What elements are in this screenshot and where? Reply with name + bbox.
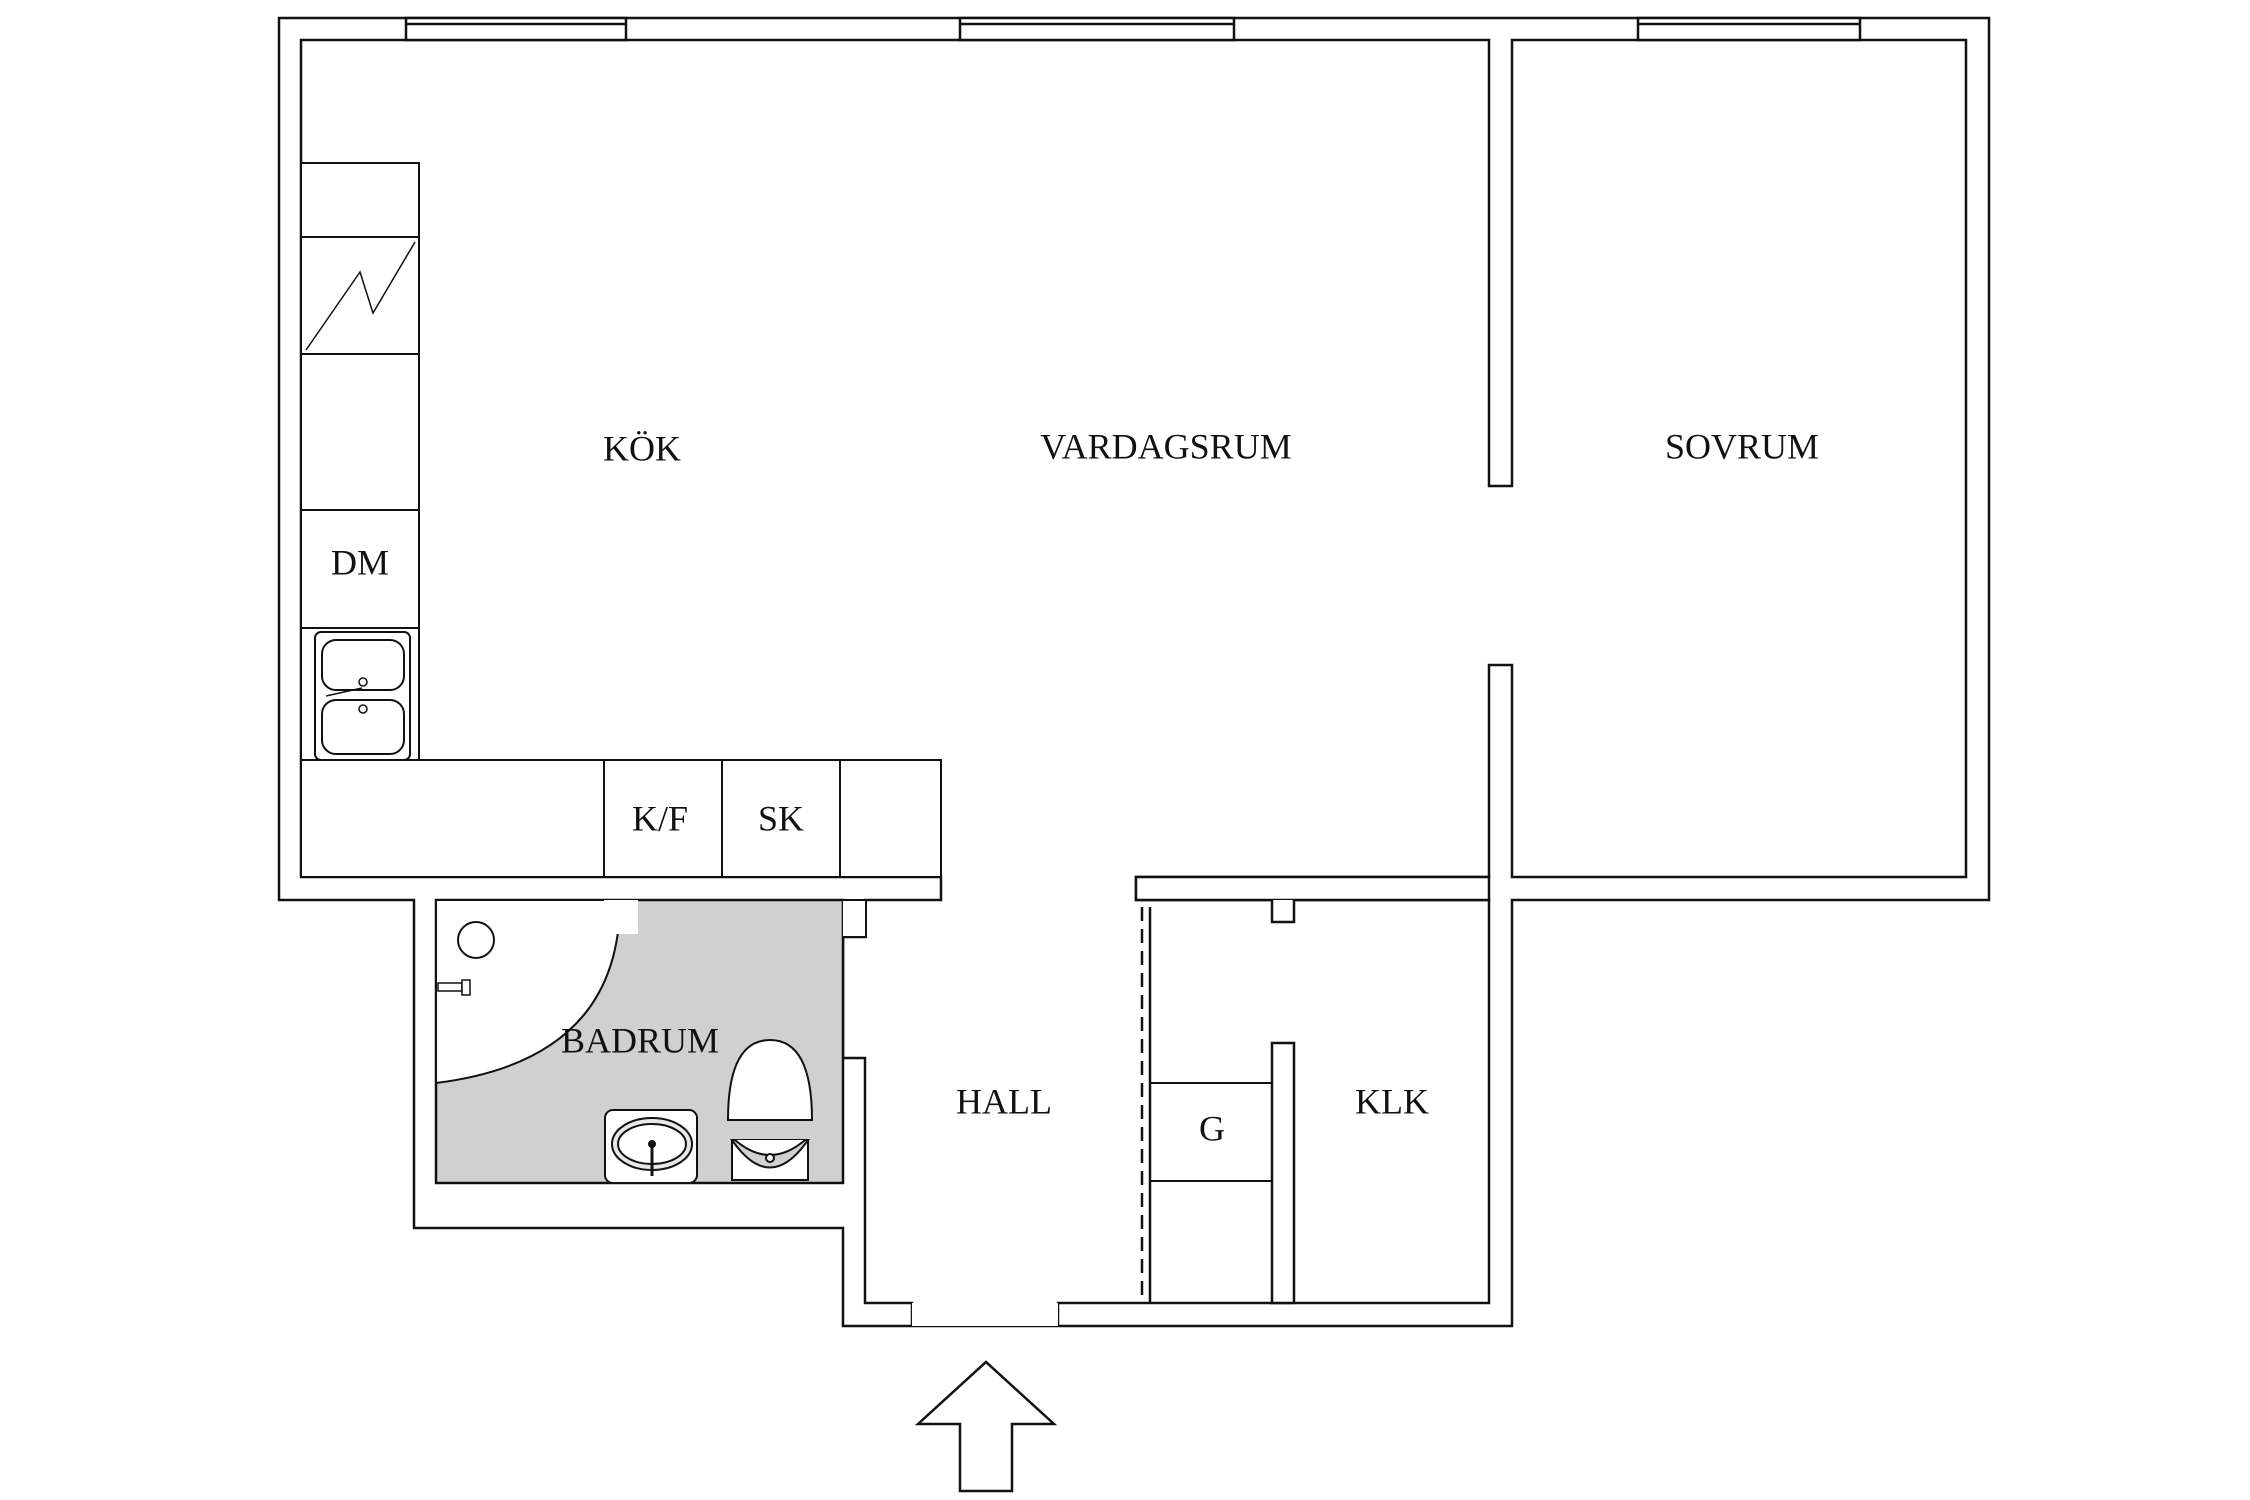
wardrobe [1149, 1082, 1273, 1182]
room-label-kok: KÖK [603, 428, 681, 468]
room-label-hall: HALL [956, 1081, 1052, 1121]
counter-bottom [300, 759, 942, 878]
entrance-arrow [914, 1360, 1058, 1493]
closet-niche [1270, 900, 1296, 924]
fixture-label-sk: SK [758, 798, 804, 838]
kitchen-fixtures [300, 162, 942, 878]
fixture-label-kf: K/F [632, 798, 688, 838]
room-label-klk: KLK [1355, 1081, 1429, 1121]
double-sink-icon [314, 631, 411, 761]
bathroom-fixtures [435, 899, 867, 1184]
room-label-sovrum: SOVRUM [1665, 426, 1819, 466]
window-bedroom [1636, 16, 1862, 42]
room-label-badrum: BADRUM [561, 1020, 719, 1060]
washbasin-icon [604, 1109, 698, 1184]
stove-icon [305, 241, 416, 351]
entrance-arrow-icon [914, 1360, 1058, 1493]
fixture-label-dm: DM [331, 542, 389, 582]
stove [300, 236, 420, 355]
fixture-label-g: G [1199, 1108, 1225, 1148]
window-kitchen [404, 16, 628, 42]
labels: KÖK VARDAGSRUM SOVRUM BADRUM HALL KLK DM… [331, 426, 1819, 1148]
room-label-vardagsrum: VARDAGSRUM [1040, 426, 1291, 466]
window-living [958, 16, 1236, 42]
walls [277, 16, 1991, 1328]
entrance-door-opening [912, 1303, 1058, 1326]
klk-partition [1270, 1041, 1296, 1305]
toilet-icon [726, 1038, 814, 1181]
hall-closet-wall [1134, 875, 1491, 902]
